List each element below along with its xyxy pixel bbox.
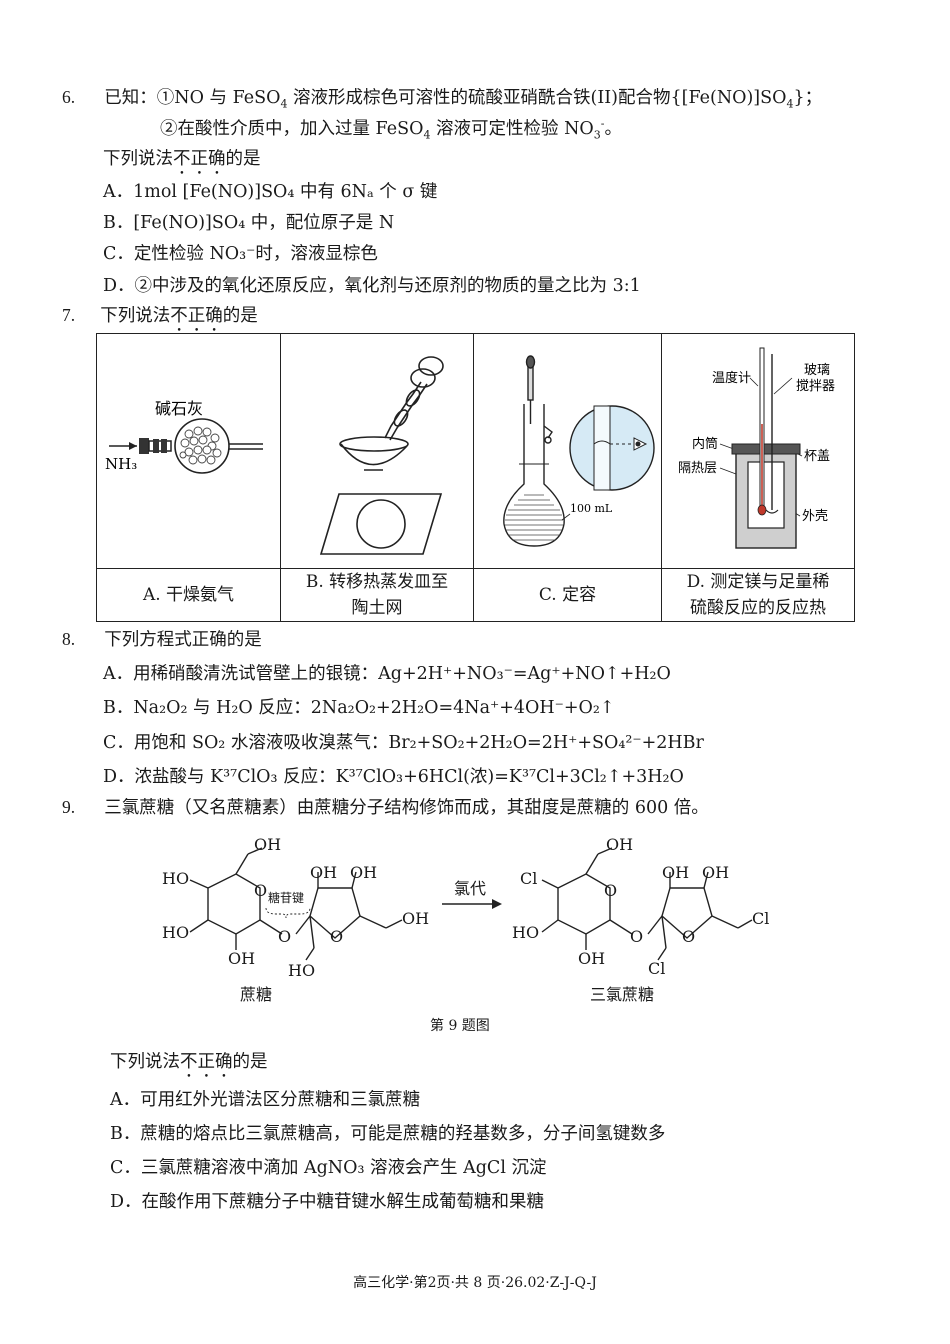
q9-stem: 9. 三氯蔗糖（又名蔗糖素）由蔗糖分子结构修饰而成，其甜度是蔗糖的 600 倍。 [62, 797, 709, 818]
q7-caption-a: A. 干燥氨气 [96, 568, 281, 622]
q6-known-1: 6. 已知：①NO 与 FeSO4 溶液形成棕色可溶性的硫酸亚硝酰合铁(II)配… [62, 87, 823, 111]
svg-text:OH: OH [350, 863, 377, 882]
q7-caption-d: D. 测定镁与足量稀硫酸反应的反应热 [661, 568, 855, 622]
svg-text:O: O [682, 927, 695, 946]
svg-text:温度计: 温度计 [712, 370, 751, 386]
q7-cell-a-figure: 碱石灰 NH₃ [96, 333, 281, 569]
drying-tube-figure: 碱石灰 NH₃ [105, 399, 263, 474]
svg-text:玻璃: 玻璃 [804, 363, 830, 378]
svg-text:Cl: Cl [648, 959, 665, 978]
q7-caption-c: C. 定容 [473, 568, 662, 622]
q6-option-c: C．定性检验 NO₃⁻时，溶液显棕色 [103, 244, 378, 264]
svg-text:NH₃: NH₃ [105, 455, 137, 473]
q9-option-a: A．可用红外光谱法区分蔗糖和三氯蔗糖 [110, 1090, 421, 1110]
q6-number: 6. [62, 87, 76, 107]
svg-text:OH: OH [254, 835, 281, 854]
q7-experiment-table: 碱石灰 NH₃ [96, 333, 855, 622]
q9-stem-2: 下列说法不正确的是 [110, 1052, 268, 1072]
svg-text:Cl: Cl [520, 869, 537, 888]
svg-text:O: O [254, 881, 267, 900]
sucralose-label: 三氯蔗糖 [590, 985, 654, 1004]
q7-cell-d-figure: 温度计 玻璃 搅拌器 内筒 杯盖 隔热层 外壳 [661, 333, 855, 569]
q6-known-2: ②在酸性介质中，加入过量 FeSO4 溶液可定性检验 NO3-。 [160, 117, 622, 142]
q9-number: 9. [62, 797, 76, 817]
q6-option-d: D．②中涉及的氧化还原反应，氧化剂与还原剂的物质的量之比为 3:1 [103, 276, 641, 296]
q9-option-c: C．三氯蔗糖溶液中滴加 AgNO₃ 溶液会产生 AgCl 沉淀 [110, 1158, 547, 1178]
svg-text:搅拌器: 搅拌器 [796, 378, 835, 394]
sucrose-label: 蔗糖 [240, 985, 272, 1004]
svg-text:OH: OH [606, 835, 633, 854]
q8-option-d: D．浓盐酸与 K³⁷ClO₃ 反应：K³⁷ClO₃+6HCl(浓)=K³⁷Cl+… [103, 767, 684, 787]
svg-text:HO: HO [288, 961, 315, 980]
q9-structure-figure: OH HO HO OH O O OH OH O OH HO 糖苷键 氯代 蔗糖 … [162, 835, 769, 1034]
q8-option-a: A．用稀硝酸清洗试管壁上的银镜：Ag+2H⁺+NO₃⁻=Ag⁺+NO↑+H₂O [103, 664, 671, 684]
svg-text:碱石灰: 碱石灰 [155, 399, 203, 418]
svg-text:OH: OH [578, 949, 605, 968]
svg-text:O: O [604, 881, 617, 900]
svg-text:OH: OH [402, 909, 429, 928]
evaporating-dish-figure [319, 356, 444, 555]
svg-text:O: O [630, 927, 643, 946]
svg-text:O: O [278, 927, 291, 946]
q6-option-a: A．1mol [Fe(NO)]SO₄ 中有 6Nₐ 个 σ 键 [103, 182, 438, 202]
q8-stem: 8. 下列方程式正确的是 [62, 629, 262, 650]
svg-text:杯盖: 杯盖 [804, 449, 830, 464]
volumetric-flask-figure: 100 mL [503, 355, 655, 547]
svg-text:隔热层: 隔热层 [678, 461, 717, 476]
q6-option-b: B．[Fe(NO)]SO₄ 中，配位原子是 N [103, 213, 395, 233]
glycosidic-bond-label: 糖苷键 [268, 890, 304, 905]
q7-cell-b-figure [280, 333, 474, 569]
page-footer: 高三化学·第2页·共 8 页·26.02·Z-J-Q-J [353, 1275, 597, 1291]
svg-text:HO: HO [162, 869, 189, 888]
svg-text:HO: HO [512, 923, 539, 942]
svg-text:内筒: 内筒 [692, 436, 718, 452]
svg-text:Cl: Cl [752, 909, 769, 928]
q7-number: 7. [62, 305, 76, 325]
q9-option-d: D．在酸作用下蔗糖分子中糖苷键水解生成葡萄糖和果糖 [110, 1192, 545, 1212]
q8-option-c: C．用饱和 SO₂ 水溶液吸收溴蒸气：Br₂+SO₂+2H₂O=2H⁺+SO₄²… [103, 733, 704, 753]
q8-number: 8. [62, 629, 76, 649]
q6-stem: 下列说法不正确的是 [103, 149, 261, 169]
svg-text:外壳: 外壳 [802, 509, 828, 524]
svg-text:OH: OH [702, 863, 729, 882]
svg-text:100 mL: 100 mL [570, 502, 613, 515]
figure-caption: 第 9 题图 [430, 1017, 490, 1034]
q7-caption-b: B. 转移热蒸发皿至陶土网 [280, 568, 474, 622]
svg-text:HO: HO [162, 923, 189, 942]
reaction-label: 氯代 [454, 879, 486, 898]
calorimeter-figure: 温度计 玻璃 搅拌器 内筒 杯盖 隔热层 外壳 [678, 347, 835, 549]
q7-cell-c-figure: 100 mL [473, 333, 662, 569]
svg-text:OH: OH [662, 863, 689, 882]
svg-text:OH: OH [228, 949, 255, 968]
q9-option-b: B．蔗糖的熔点比三氯蔗糖高，可能是蔗糖的羟基数多，分子间氢键数多 [110, 1124, 666, 1144]
svg-text:OH: OH [310, 863, 337, 882]
q8-option-b: B．Na₂O₂ 与 H₂O 反应：2Na₂O₂+2H₂O=4Na⁺+4OH⁻+O… [103, 698, 615, 718]
svg-text:O: O [330, 927, 343, 946]
q7-stem: 7. 下列说法不正确的是 [62, 305, 258, 326]
